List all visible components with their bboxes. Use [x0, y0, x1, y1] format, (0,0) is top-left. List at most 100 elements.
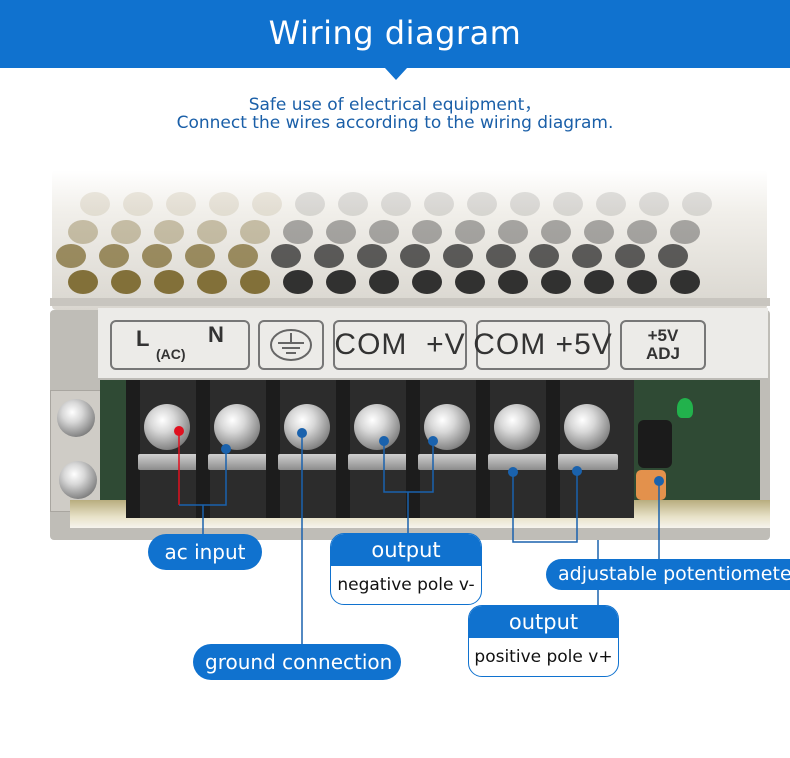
vent-hole: [357, 244, 387, 268]
vent-hole: [283, 270, 313, 294]
callout-output-positive: output positive pole v+: [468, 605, 619, 677]
vent-hole: [627, 270, 657, 294]
vent-hole: [185, 244, 215, 268]
terminal-screw-icon: [284, 404, 330, 450]
header-banner: Wiring diagram: [0, 0, 790, 68]
cover-edge: [50, 298, 770, 306]
vent-hole: [228, 244, 258, 268]
indicator-led-icon: [677, 398, 693, 418]
vent-hole: [455, 270, 485, 294]
vent-hole: [553, 192, 583, 216]
label-ac-input: L (AC) N: [110, 320, 250, 370]
vent-hole: [197, 220, 227, 244]
output-positive-detail: positive pole v+: [474, 647, 613, 667]
output-positive-title: output: [469, 606, 618, 638]
terminal-screw-icon: [354, 404, 400, 450]
vent-hole: [658, 244, 688, 268]
vent-hole: [584, 220, 614, 244]
terminal-plate: [418, 454, 478, 470]
subtitle-line-1: Safe use of electrical equipment，: [248, 95, 542, 115]
label-com-v: COM +V: [333, 320, 467, 370]
terminal-plate: [488, 454, 548, 470]
vent-hole: [123, 192, 153, 216]
callout-ac-input: ac input: [148, 534, 262, 570]
terminal-screw-icon: [214, 404, 260, 450]
vent-hole: [99, 244, 129, 268]
terminal-screw-icon: [564, 404, 610, 450]
vent-hole: [670, 220, 700, 244]
label-adj: +5V ADJ: [620, 320, 706, 370]
terminal-divider: [546, 378, 560, 518]
vent-hole: [154, 220, 184, 244]
vent-hole: [252, 192, 282, 216]
vent-hole: [596, 192, 626, 216]
vent-hole: [271, 244, 301, 268]
terminal-divider: [266, 378, 280, 518]
vent-hole: [381, 192, 411, 216]
ground-icon: [270, 329, 312, 361]
terminal-divider: [336, 378, 350, 518]
label-com-5v: COM +5V: [473, 320, 612, 370]
power-supply-illustration: L (AC) N COM +V COM +5V +5V ADJ: [40, 170, 780, 540]
capacitor: [638, 420, 672, 468]
terminal-divider: [406, 378, 420, 518]
vent-hole: [240, 270, 270, 294]
terminal-screw-icon: [144, 404, 190, 450]
vent-hole: [338, 192, 368, 216]
output-negative-detail: negative pole v-: [337, 575, 475, 595]
vent-hole: [443, 244, 473, 268]
vent-hole: [572, 244, 602, 268]
vent-hole: [670, 270, 700, 294]
vent-hole: [541, 220, 571, 244]
terminal-divider: [196, 378, 210, 518]
banner-pointer-icon: [385, 68, 407, 80]
terminal-plate: [558, 454, 618, 470]
label-adj-voltage: +5V: [647, 326, 679, 345]
terminal-plate: [138, 454, 198, 470]
vent-hole: [295, 192, 325, 216]
terminal-divider: [126, 378, 140, 518]
bracket-screw-icon: [59, 461, 97, 499]
vent-hole: [166, 192, 196, 216]
vent-hole: [486, 244, 516, 268]
label-ground: [258, 320, 324, 370]
vent-hole: [498, 270, 528, 294]
vent-hole: [56, 244, 86, 268]
page-title: Wiring diagram: [268, 14, 522, 52]
vent-hole: [682, 192, 712, 216]
vent-hole: [326, 220, 356, 244]
vent-hole: [154, 270, 184, 294]
vent-hole: [424, 192, 454, 216]
vent-hole: [541, 270, 571, 294]
label-ac: (AC): [156, 346, 186, 362]
vent-hole: [80, 192, 110, 216]
bracket-screw-icon: [57, 399, 95, 437]
terminal-plate: [348, 454, 408, 470]
terminal-label-strip: L (AC) N COM +V COM +5V +5V ADJ: [98, 308, 768, 380]
vent-hole: [326, 270, 356, 294]
subtitle-line-2: Connect the wires according to the wirin…: [176, 113, 614, 133]
terminal-block: [126, 378, 634, 518]
vent-hole: [209, 192, 239, 216]
vent-hole: [240, 220, 270, 244]
callout-ground-connection: ground connection: [193, 644, 401, 680]
vent-hole: [369, 220, 399, 244]
label-neutral: N: [208, 322, 224, 347]
vent-hole: [498, 220, 528, 244]
label-adj-text: ADJ: [645, 344, 680, 363]
perforated-cover: [52, 170, 767, 310]
potentiometer: [636, 470, 666, 500]
vent-hole: [529, 244, 559, 268]
vent-hole: [615, 244, 645, 268]
vent-hole: [455, 220, 485, 244]
vent-hole: [400, 244, 430, 268]
vent-hole: [584, 270, 614, 294]
vent-hole: [68, 270, 98, 294]
vent-hole: [369, 270, 399, 294]
vent-hole: [197, 270, 227, 294]
vent-hole: [412, 220, 442, 244]
callout-output-negative: output negative pole v-: [330, 533, 482, 605]
terminal-divider: [476, 378, 490, 518]
callout-adjustable-potentiometer: adjustable potentiomete: [546, 559, 790, 590]
terminal-screw-icon: [424, 404, 470, 450]
